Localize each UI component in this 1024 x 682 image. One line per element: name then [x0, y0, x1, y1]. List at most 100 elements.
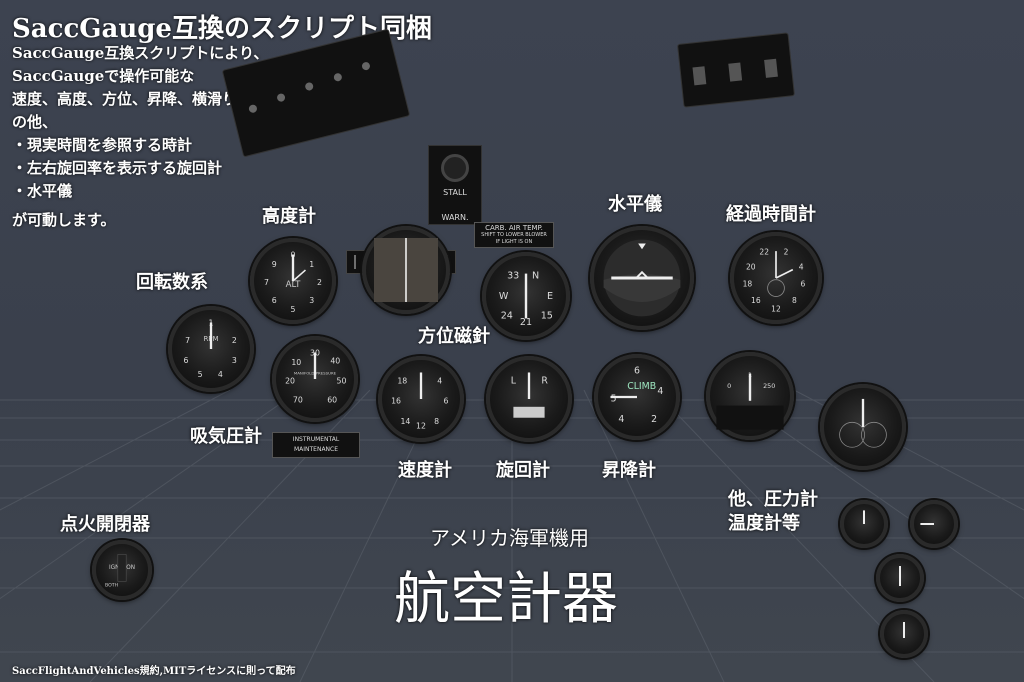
tachometer-gauge: 1234 567 RPM — [168, 306, 254, 392]
svg-text:50: 50 — [337, 377, 347, 386]
svg-text:24: 24 — [501, 310, 513, 321]
attitude-label-text: 水平儀 — [608, 194, 662, 215]
misc-label-text: 他、圧力計 温度計等 — [728, 489, 818, 534]
svg-text:21: 21 — [520, 317, 532, 328]
svg-text:0: 0 — [727, 382, 731, 390]
description-line: ・左右旋回率を表示する旋回計 — [12, 159, 223, 177]
switch-panel-right[interactable] — [676, 32, 796, 108]
carb-line-1: CARB. AIR TEMP. — [485, 224, 543, 232]
svg-text:4: 4 — [437, 376, 442, 385]
svg-text:N: N — [532, 270, 539, 281]
manifold-label-text: 吸気圧計 — [190, 426, 262, 447]
svg-text:20: 20 — [746, 263, 756, 272]
warn-label: WARN. — [441, 213, 469, 222]
svg-text:18: 18 — [743, 279, 753, 288]
attitude-face — [374, 238, 438, 302]
small-gauge-4 — [880, 610, 928, 658]
svg-text:5: 5 — [611, 394, 617, 405]
vsi-label-text: 昇降計 — [602, 460, 656, 481]
turn-face: L R — [511, 372, 548, 418]
main-title: 航空計器 — [394, 567, 618, 632]
ignition-label-text: 点火開閉器 — [60, 514, 150, 535]
svg-text:8: 8 — [792, 296, 797, 305]
description-line: SaccGauge互換スクリプトにより、 — [12, 44, 269, 62]
tachometer-label-text: 回転数系 — [136, 272, 208, 293]
switch-panel-left-art — [248, 62, 370, 113]
svg-text:6: 6 — [184, 356, 189, 365]
oil-fuel-gauge — [820, 384, 906, 470]
svg-text:4: 4 — [218, 370, 223, 379]
description-line: ・水平儀 — [12, 182, 73, 200]
svg-text:2: 2 — [651, 414, 657, 425]
svg-text:R: R — [541, 375, 548, 386]
license-footer: SaccFlightAndVehicles規約,MITライセンスに則って配布 — [12, 666, 296, 677]
svg-text:5: 5 — [291, 305, 296, 314]
svg-text:W: W — [499, 291, 509, 302]
tachometer-face: 1234 567 RPM — [184, 319, 237, 379]
airspeed-label-text: 速度計 — [398, 460, 452, 481]
svg-text:10: 10 — [291, 358, 301, 367]
svg-text:16: 16 — [391, 397, 401, 406]
compass-label-text: 方位磁針 — [418, 326, 490, 347]
svg-text:12: 12 — [416, 422, 426, 431]
svg-text:5: 5 — [198, 370, 203, 379]
svg-text:L: L — [511, 375, 517, 386]
svg-text:E: E — [547, 291, 553, 302]
svg-text:6: 6 — [272, 296, 277, 305]
small-gauge-1 — [840, 500, 888, 548]
svg-text:3: 3 — [309, 296, 314, 305]
maintenance-placard: INSTRUMENTAL MAINTENANCE — [272, 432, 360, 458]
small-gauge-2-face — [920, 523, 934, 525]
svg-text:6: 6 — [443, 397, 448, 406]
small-gauge-4-face — [903, 622, 905, 638]
ignition-both-label: BOTH — [105, 583, 119, 589]
ignition-face: IGNITION BOTH — [105, 554, 135, 589]
altimeter-label-text: 高度計 — [262, 206, 316, 227]
stall-label: STALL — [443, 188, 467, 197]
vsi-climb-label: CLIMB — [627, 381, 656, 392]
small-gauge-1-face — [863, 510, 865, 524]
svg-text:16: 16 — [751, 296, 761, 305]
ignition-switch[interactable]: IGNITION BOTH — [92, 540, 152, 600]
description-line: が可動します。 — [12, 211, 116, 229]
svg-text:7: 7 — [185, 336, 190, 345]
svg-text:20: 20 — [285, 377, 295, 386]
svg-text:4: 4 — [657, 386, 663, 397]
svg-text:12: 12 — [771, 305, 781, 314]
svg-text:60: 60 — [327, 395, 337, 404]
small-gauge-3 — [876, 554, 924, 602]
svg-text:8: 8 — [434, 417, 439, 426]
small-gauge-2 — [910, 500, 958, 548]
clock-label-text: 経過時間計 — [726, 204, 816, 225]
description-line: の他、 — [12, 113, 58, 131]
turn-label-text: 旋回計 — [496, 460, 550, 481]
svg-text:4: 4 — [618, 414, 624, 425]
svg-text:250: 250 — [763, 382, 775, 390]
svg-text:1: 1 — [309, 260, 314, 269]
svg-text:7: 7 — [264, 278, 269, 287]
svg-text:2: 2 — [784, 247, 789, 256]
svg-text:15: 15 — [541, 310, 553, 321]
attitude-indicator — [362, 226, 450, 314]
stall-light-icon — [441, 154, 469, 182]
stall-warning-panel: STALL WARN. — [428, 145, 482, 225]
svg-text:9: 9 — [272, 260, 277, 269]
svg-text:40: 40 — [330, 356, 340, 365]
horizon-face — [603, 239, 681, 317]
svg-text:4: 4 — [799, 263, 804, 272]
subtitle: アメリカ海軍機用 — [430, 526, 589, 550]
description-line: SaccGaugeで操作可能な — [12, 67, 195, 85]
description: SaccGauge互換スクリプトにより、 SaccGaugeで操作可能な 速度、… — [12, 42, 268, 232]
svg-text:3: 3 — [232, 356, 237, 365]
